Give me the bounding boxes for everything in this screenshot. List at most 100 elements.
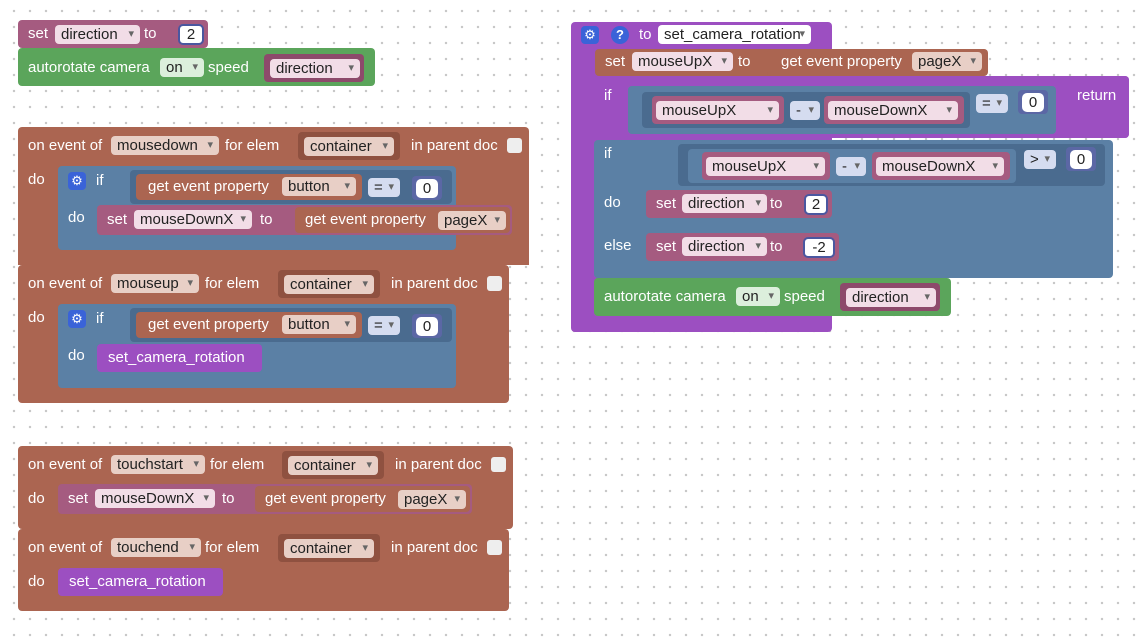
number-block[interactable]: 0 xyxy=(412,314,442,338)
number-value[interactable]: 0 xyxy=(416,179,438,198)
variable-getter[interactable]: direction xyxy=(840,283,940,311)
container-dropdown[interactable]: container xyxy=(304,137,394,156)
subtraction-block[interactable]: mouseUpX - mouseDownX xyxy=(642,92,970,128)
comparison-block[interactable]: mouseUpX - mouseDownX = 0 xyxy=(628,86,1056,134)
in-parent-doc-label: in parent doc xyxy=(391,275,478,292)
operator-dropdown[interactable]: = xyxy=(368,316,400,335)
number-block[interactable]: 0 xyxy=(1066,147,1096,171)
variable-dropdown[interactable]: mouseUpX xyxy=(656,101,779,120)
variable-dropdown[interactable]: mouseUpX xyxy=(706,157,825,176)
call-label: set_camera_rotation xyxy=(69,573,206,590)
function-name-field[interactable]: set_camera_rotation xyxy=(658,25,811,44)
variable-dropdown[interactable]: direction xyxy=(682,194,767,213)
call-set-camera-rotation-block[interactable]: set_camera_rotation xyxy=(58,568,223,596)
direction-dropdown[interactable]: direction xyxy=(270,59,360,78)
to-label: to xyxy=(639,26,652,43)
event-dropdown[interactable]: touchstart xyxy=(111,455,205,474)
gear-icon[interactable]: ⚙ xyxy=(68,172,86,190)
for-elem-label: for elem xyxy=(205,539,260,556)
variable-getter[interactable]: mouseDownX xyxy=(824,96,964,124)
minus-dropdown[interactable]: - xyxy=(836,157,866,176)
variable-getter[interactable]: mouseUpX xyxy=(702,152,830,180)
condition-block[interactable]: get event property button = 0 xyxy=(130,170,452,204)
set-mousedownx-block[interactable]: set mouseDownX to get event property pag… xyxy=(97,205,512,235)
set-direction-block[interactable]: set direction to 2 xyxy=(18,20,208,48)
property-dropdown[interactable]: pageX xyxy=(912,52,982,71)
on-dropdown[interactable]: on xyxy=(736,287,780,306)
get-event-property-label: get event property xyxy=(148,178,269,195)
get-event-property-block[interactable]: get event property button xyxy=(136,174,362,200)
operator-dropdown[interactable]: = xyxy=(976,94,1008,113)
property-dropdown[interactable]: button xyxy=(282,177,356,196)
event-dropdown[interactable]: mouseup xyxy=(111,274,199,293)
number-block[interactable]: 0 xyxy=(1018,90,1048,114)
number-value[interactable]: -2 xyxy=(803,237,835,258)
parent-doc-checkbox[interactable] xyxy=(507,138,522,153)
variable-dropdown[interactable]: direction xyxy=(55,25,140,44)
condition-block[interactable]: get event property button = 0 xyxy=(130,308,452,342)
if-label: if xyxy=(96,172,104,189)
set-label: set xyxy=(28,25,49,42)
help-icon[interactable]: ? xyxy=(611,26,629,44)
in-parent-doc-label: in parent doc xyxy=(391,539,478,556)
to-label: to xyxy=(770,238,783,255)
variable-getter[interactable]: mouseUpX xyxy=(652,96,784,124)
get-event-property-block[interactable]: get event property pageX xyxy=(295,207,510,233)
variable-dropdown[interactable]: mouseDownX xyxy=(828,101,958,120)
to-label: to xyxy=(738,53,751,70)
minus-dropdown[interactable]: - xyxy=(790,101,820,120)
operator-dropdown[interactable]: > xyxy=(1024,150,1056,169)
variable-dropdown[interactable]: mouseUpX xyxy=(632,52,733,71)
gear-icon[interactable]: ⚙ xyxy=(581,26,599,44)
get-event-property-label: get event property xyxy=(781,53,902,70)
elem-getter[interactable]: container xyxy=(278,270,380,298)
container-dropdown[interactable]: container xyxy=(284,539,374,558)
container-dropdown[interactable]: container xyxy=(288,456,378,475)
on-event-of-label: on event of xyxy=(28,539,103,556)
container-dropdown[interactable]: container xyxy=(284,275,374,294)
get-event-property-label: get event property xyxy=(265,490,386,507)
set-label: set xyxy=(656,195,677,212)
if-return-block[interactable]: if return mouseUpX - mouseDownX = 0 xyxy=(594,76,1129,138)
get-event-property-block[interactable]: get event property button xyxy=(136,312,362,338)
set-mouseupx-block[interactable]: set mouseUpX to get event property pageX xyxy=(595,49,988,76)
autorotate-camera-block[interactable]: autorotate camera on speed direction xyxy=(594,278,951,316)
variable-dropdown[interactable]: mouseDownX xyxy=(134,210,252,229)
parent-doc-checkbox[interactable] xyxy=(487,540,502,555)
parent-doc-checkbox[interactable] xyxy=(491,457,506,472)
call-set-camera-rotation-block[interactable]: set_camera_rotation xyxy=(97,344,262,372)
on-dropdown[interactable]: on xyxy=(160,58,204,77)
number-block[interactable]: 0 xyxy=(412,176,442,200)
get-event-property-block[interactable]: get event property pageX xyxy=(767,49,987,76)
event-dropdown[interactable]: mousedown xyxy=(111,136,219,155)
comparison-block[interactable]: mouseUpX - mouseDownX > 0 xyxy=(678,144,1105,186)
set-direction-block[interactable]: set direction to -2 xyxy=(646,233,839,261)
number-value[interactable]: 0 xyxy=(1070,150,1092,169)
property-dropdown[interactable]: pageX xyxy=(398,490,466,509)
subtraction-block[interactable]: mouseUpX - mouseDownX xyxy=(688,149,1016,183)
set-mousedownx-block[interactable]: set mouseDownX to get event property pag… xyxy=(58,484,472,514)
number-value[interactable]: 2 xyxy=(178,24,204,45)
elem-getter[interactable]: container xyxy=(278,534,380,562)
number-value[interactable]: 0 xyxy=(416,317,438,336)
event-dropdown[interactable]: touchend xyxy=(111,538,201,557)
variable-getter[interactable]: mouseDownX xyxy=(872,152,1010,180)
direction-dropdown[interactable]: direction xyxy=(846,288,936,307)
variable-getter[interactable]: direction xyxy=(264,54,364,82)
elem-getter[interactable]: container xyxy=(282,451,384,479)
property-dropdown[interactable]: button xyxy=(282,315,356,334)
operator-dropdown[interactable]: = xyxy=(368,178,400,197)
gear-icon[interactable]: ⚙ xyxy=(68,310,86,328)
variable-dropdown[interactable]: mouseDownX xyxy=(876,157,1004,176)
property-dropdown[interactable]: pageX xyxy=(438,211,506,230)
else-label: else xyxy=(604,237,632,254)
number-value[interactable]: 0 xyxy=(1022,93,1044,112)
number-value[interactable]: 2 xyxy=(804,194,828,215)
autorotate-camera-block[interactable]: autorotate camera on speed direction xyxy=(18,48,375,86)
parent-doc-checkbox[interactable] xyxy=(487,276,502,291)
variable-dropdown[interactable]: mouseDownX xyxy=(95,489,215,508)
set-direction-block[interactable]: set direction to 2 xyxy=(646,190,832,218)
variable-dropdown[interactable]: direction xyxy=(682,237,767,256)
get-event-property-block[interactable]: get event property pageX xyxy=(255,486,470,512)
elem-getter[interactable]: container xyxy=(298,132,400,160)
